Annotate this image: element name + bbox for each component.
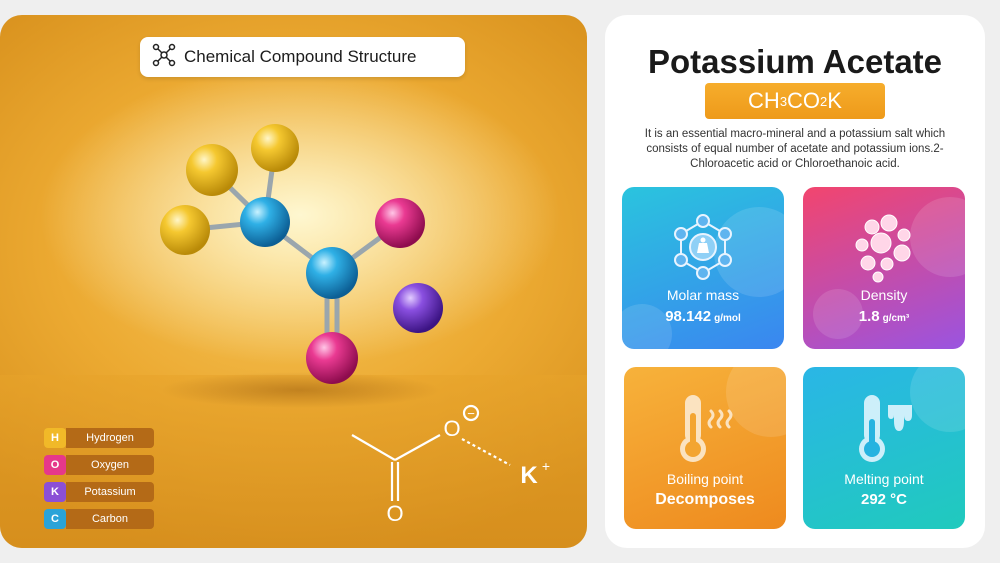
melting-point-card: Melting point 292 °C xyxy=(803,367,965,529)
density-value: 1.8 xyxy=(858,308,880,325)
hydrogen-atom xyxy=(251,124,299,172)
molar-mass-label: Molar mass xyxy=(666,287,740,303)
skeletal-charge: − xyxy=(467,406,475,421)
density-unit: g/cm³ xyxy=(882,313,910,324)
oxygen-badge: O xyxy=(44,455,66,475)
molecule-icon xyxy=(152,43,176,72)
skeletal-oxygen-bottom: O xyxy=(386,501,403,526)
potassium-badge: K xyxy=(44,482,66,502)
legend-item-potassium: K Potassium xyxy=(44,482,154,502)
element-legend: H Hydrogen O Oxygen K Potassium C Carbon xyxy=(44,428,154,536)
molar-mass-unit: g/mol xyxy=(714,313,741,324)
skeletal-oxygen-top: O xyxy=(443,416,460,441)
legend-label: Hydrogen xyxy=(66,428,154,448)
structure-title-pill: Chemical Compound Structure xyxy=(140,37,465,77)
ball-and-stick-model xyxy=(160,124,443,408)
legend-item-carbon: C Carbon xyxy=(44,509,154,529)
structure-panel: Chemical Compound Structure xyxy=(0,15,587,548)
formula-part: CH xyxy=(748,88,780,113)
legend-label: Oxygen xyxy=(66,455,154,475)
carbon-atom xyxy=(306,247,358,299)
boiling-point-value: Decomposes xyxy=(655,491,755,508)
density-label: Density xyxy=(860,287,908,303)
skeletal-cation: K xyxy=(520,462,538,489)
formula-subscript: 2 xyxy=(820,93,828,109)
density-icon xyxy=(855,214,911,283)
molar-mass-icon xyxy=(674,214,732,280)
skeletal-cation-charge: + xyxy=(542,458,550,474)
compound-name: Potassium Acetate xyxy=(647,43,943,80)
formula-subscript: 3 xyxy=(779,93,788,109)
formula-part: CO xyxy=(787,88,821,113)
melting-point-label: Melting point xyxy=(844,471,924,487)
carbon-atom xyxy=(240,197,290,247)
skeletal-formula: O O − K + xyxy=(351,404,550,526)
hydrogen-atom xyxy=(160,205,210,255)
formula-part: K xyxy=(827,88,842,113)
oxygen-atom xyxy=(306,332,358,384)
legend-label: Carbon xyxy=(66,509,154,529)
melting-point-value: 292 °C xyxy=(860,491,908,508)
carbon-badge: C xyxy=(44,509,66,529)
oxygen-atom xyxy=(375,198,425,248)
boiling-point-label: Boiling point xyxy=(666,471,744,487)
thermometer-melt-icon xyxy=(859,395,912,462)
hydrogen-badge: H xyxy=(44,428,66,448)
thermometer-heat-icon xyxy=(680,395,733,462)
legend-label: Potassium xyxy=(66,482,154,502)
legend-item-oxygen: O Oxygen xyxy=(44,455,154,475)
hydrogen-atom xyxy=(186,144,238,196)
compound-description: It is an essential macro-mineral and a p… xyxy=(644,128,946,170)
molar-mass-value: 98.142 xyxy=(665,308,712,325)
potassium-atom xyxy=(393,283,443,333)
boiling-point-card: Boiling point Decomposes xyxy=(624,367,786,529)
legend-item-hydrogen: H Hydrogen xyxy=(44,428,154,448)
structure-title: Chemical Compound Structure xyxy=(184,47,417,66)
